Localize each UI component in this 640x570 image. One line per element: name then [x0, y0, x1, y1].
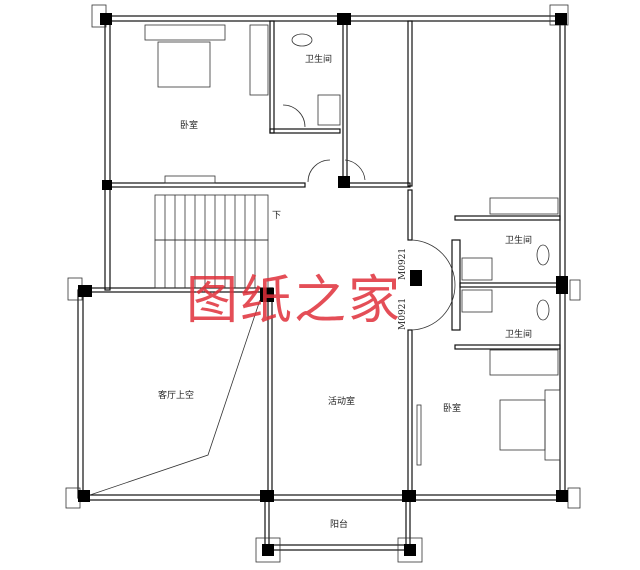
bed-top: [157, 41, 211, 88]
sink-lower: [461, 289, 493, 313]
doors: [282, 104, 456, 331]
label-bath-right-upper: 卫生间: [505, 234, 532, 246]
label-bedroom-right: 卧室: [443, 402, 461, 414]
sink-top: [317, 94, 341, 126]
living-void-lines: [89, 299, 261, 496]
wardrobe-right-upper: [489, 197, 559, 215]
label-bedroom-top: 卧室: [180, 119, 198, 131]
label-stair-down: 下: [272, 211, 281, 221]
wardrobe-top: [249, 24, 269, 96]
furniture: [144, 24, 561, 461]
label-activity-room: 活动室: [328, 395, 355, 407]
watermark: 图纸之家: [186, 271, 403, 331]
balcony: [255, 497, 423, 563]
label-balcony: 阳台: [330, 518, 348, 530]
wardrobe-right-lower: [489, 349, 559, 376]
door-code-2: M0921: [398, 298, 408, 330]
columns: [78, 13, 568, 556]
bed-right: [499, 399, 546, 451]
label-bath-right-lower: 卫生间: [505, 328, 532, 340]
sink-upper: [461, 257, 493, 281]
staircase: [154, 175, 269, 289]
outer-walls: [65, 4, 581, 509]
toilet-top: [291, 33, 313, 47]
label-living-void: 客厅上空: [158, 389, 194, 401]
label-bath-top: 卫生间: [305, 53, 332, 65]
door-code-1: M0921: [398, 248, 408, 280]
